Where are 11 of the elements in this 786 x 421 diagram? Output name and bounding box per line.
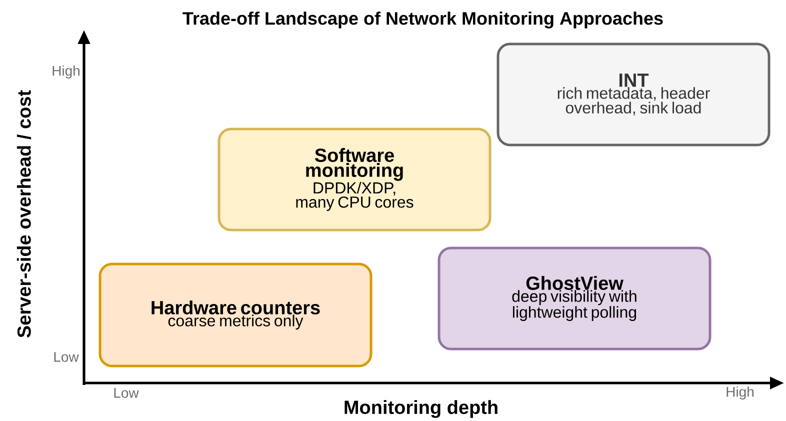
tick-label: Low bbox=[54, 352, 79, 362]
axis-title: Monitoring depth bbox=[344, 400, 498, 418]
approach-box: INT rich metadata, header overhead, sink load bbox=[496, 42, 770, 146]
approach-box: GhostView deep visibility with lightweight polling bbox=[438, 246, 712, 350]
approach-box: Software monitoring DPDK/XDP, many CPU cores bbox=[218, 128, 492, 232]
approach-box: Hardware counters coarse metrics only bbox=[98, 262, 372, 368]
tick-label: High bbox=[52, 65, 80, 79]
tick-label: High bbox=[726, 386, 754, 400]
axis-title: Server-side overhead / cost bbox=[16, 90, 32, 338]
chart-title: Trade-off Landscape of Network Monitoring Approaches bbox=[182, 12, 663, 28]
tick-label: Low bbox=[114, 388, 139, 398]
